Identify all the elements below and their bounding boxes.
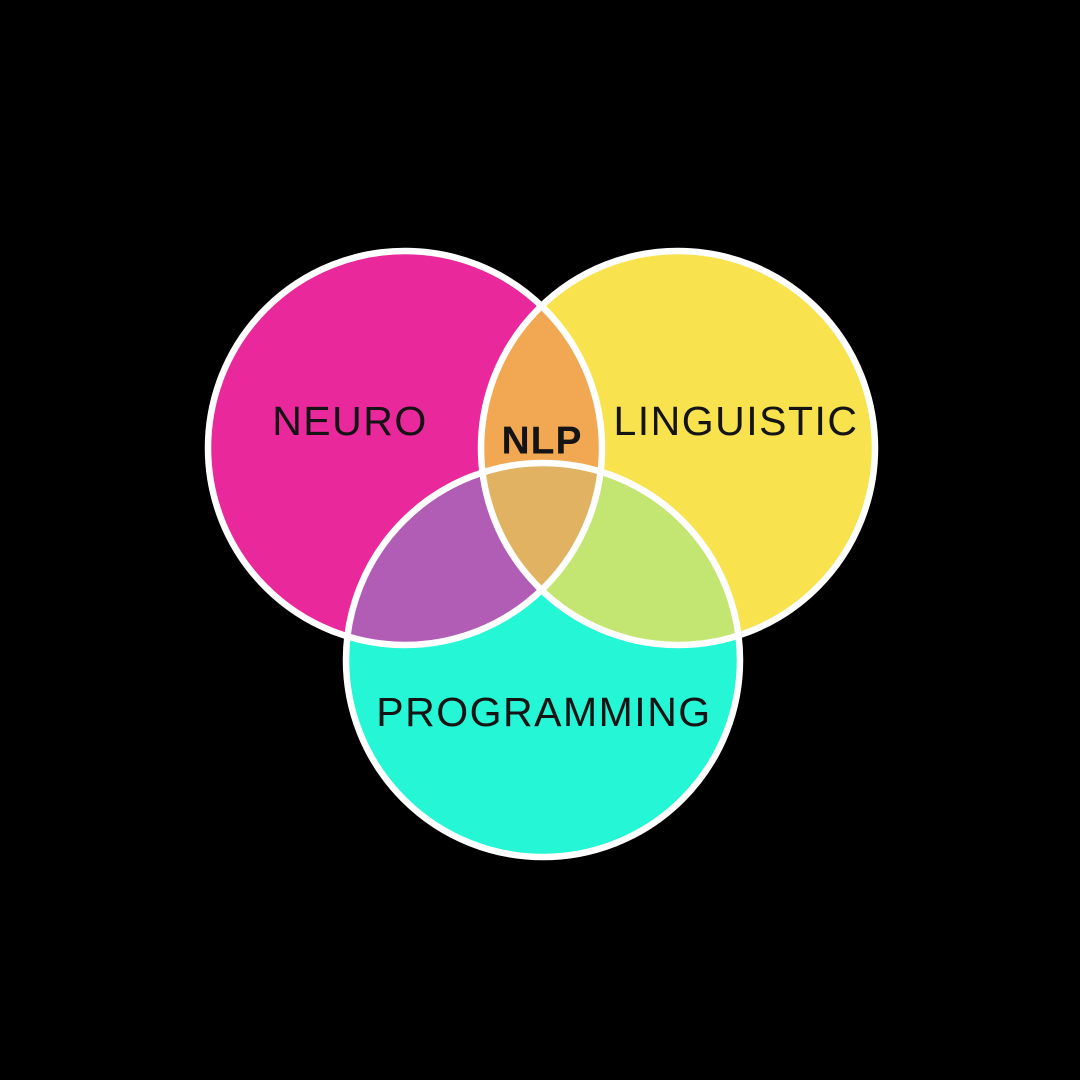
programming-outline	[342, 459, 744, 861]
programming-label: PROGRAMMING	[376, 689, 711, 735]
overlap-neuro-programming	[346, 463, 602, 645]
nlp-label: NLP	[502, 420, 583, 463]
circle-outlines	[204, 247, 879, 861]
neuro-outline	[204, 247, 606, 649]
overlap-linguistic-programming	[481, 463, 740, 645]
neuro-label: NEURO	[272, 398, 428, 444]
linguistic-label: LINGUISTIC	[613, 398, 858, 444]
linguistic-outline	[477, 247, 879, 649]
